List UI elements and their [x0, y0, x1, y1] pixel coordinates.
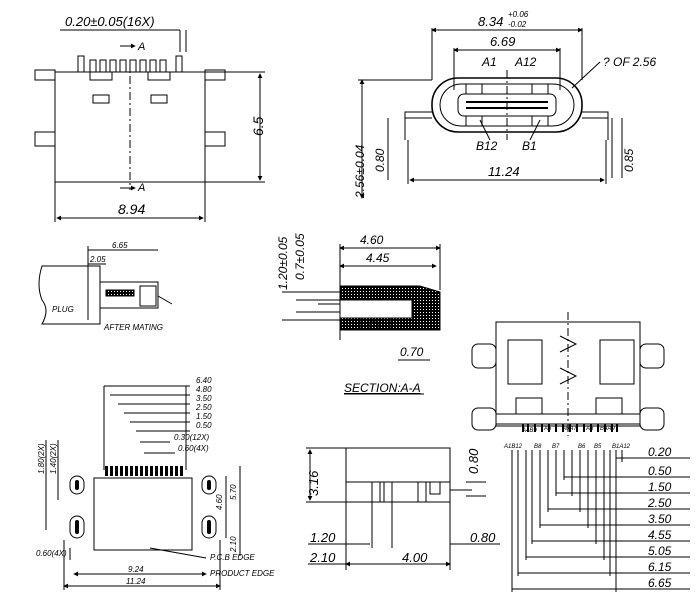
- pin-label-b1a12: B1A12: [612, 444, 631, 450]
- pin-label-a4b9: A4B9: [521, 428, 537, 434]
- pin-b1-label: B1: [522, 139, 537, 153]
- br-dim-050: 0.50: [648, 464, 672, 478]
- pin-pitch-label: 0.20±0.05(16X): [65, 14, 155, 29]
- section-mark-top: A: [137, 41, 145, 53]
- plug-dim-665: 6.65: [112, 241, 128, 250]
- pcb-dim-140: 1.40(2X): [49, 443, 58, 474]
- pcb-edge-label: P.C.B EDGE: [210, 553, 255, 562]
- width-label: 8.94: [118, 201, 145, 217]
- plug-body: [38, 265, 101, 325]
- height-total-label: 2.56±0.04: [353, 144, 367, 199]
- side-dim-080b: 0.80: [470, 530, 496, 545]
- height-085-label: 0.85: [622, 148, 636, 172]
- side-dim-080: 0.80: [466, 448, 481, 474]
- pcb-dim-060-4x: 0.60(4X): [36, 549, 67, 558]
- plug-label: PLUG: [52, 305, 74, 314]
- bottom-right-pinout-view: A4B9 A5 A6A7 A8 B4A9 A1B12 B8 B7 B6 B5 B…: [471, 312, 690, 592]
- pcb-layout-view: 6.40 4.80 3.50 2.50 1.50 0.50 0.30(12X) …: [36, 376, 275, 590]
- pcb-dim-030: 0.30(12X): [174, 433, 209, 442]
- side-dim-210: 2.10: [309, 550, 336, 565]
- pcb-dim-460: 4.60: [215, 494, 224, 510]
- br-dim-150: 1.50: [648, 480, 672, 494]
- pcb-dim-250: 2.50: [195, 403, 212, 412]
- side-dim-400: 4.00: [402, 550, 428, 565]
- pcb-outline: [93, 477, 193, 551]
- section-dim-120: 1.20±0.05: [276, 236, 290, 290]
- section-dim-445: 4.45: [366, 251, 390, 265]
- tol-plus: +0.06: [508, 10, 529, 19]
- radius-note: ? OF 2.56: [603, 55, 656, 69]
- br-dim-250: 2.50: [647, 496, 672, 510]
- pin-label-b7: B7: [552, 444, 560, 450]
- plug-mating-view: 6.65 2.05 PLUG AFTER MATING: [38, 241, 173, 332]
- section-dim-07: 0.7±0.05: [293, 233, 307, 280]
- section-dim-070: 0.70: [400, 345, 424, 359]
- pin-label-b4a9: B4A9: [600, 426, 615, 432]
- section-dim-460: 4.60: [360, 233, 384, 247]
- side-view: 3.16 0.80 1.20 2.10 4.00 0.80: [306, 447, 500, 570]
- pin-b12-label: B12: [476, 139, 498, 153]
- pcb-dim-1124: 11.24: [126, 577, 146, 586]
- side-dim-316: 3.16: [306, 470, 321, 496]
- br-dim-505: 5.05: [648, 544, 672, 558]
- pin-label-a6a7: A6A7: [561, 426, 577, 432]
- pin-label-b6: B6: [578, 444, 586, 450]
- pin-label-a5: A5: [543, 426, 552, 432]
- top-left-view: 0.20±0.05(16X) A A: [34, 14, 266, 222]
- pin-a12-label: A12: [514, 55, 537, 69]
- pinout-pins: [522, 424, 618, 432]
- pcb-dim-924: 9.24: [128, 565, 144, 574]
- section-body: [339, 285, 441, 331]
- section-mark-bottom: A: [137, 182, 145, 194]
- pcb-dim-570: 5.70: [229, 484, 238, 500]
- pin-a1-label: A1: [481, 55, 497, 69]
- plug-dim-205: 2.05: [89, 255, 106, 264]
- tol-minus: -0.02: [508, 20, 527, 29]
- width-main-label: 8.34: [478, 14, 503, 29]
- overall-width-label: 11.24: [488, 164, 520, 179]
- height-label: 6.5: [250, 116, 266, 136]
- after-mating-label: AFTER MATING: [103, 323, 163, 332]
- pcb-dim-640: 6.40: [196, 376, 212, 385]
- product-edge-label: PRODUCT EDGE: [210, 569, 275, 578]
- br-dim-350: 3.50: [648, 512, 672, 526]
- br-dim-455: 4.55: [648, 528, 672, 542]
- br-dim-665: 6.65: [648, 576, 672, 590]
- inner-width-label: 6.69: [490, 34, 515, 49]
- pcb-dim-480: 4.80: [196, 385, 212, 394]
- pcb-dim-060: 0.60(4X): [178, 444, 209, 453]
- pin-label-b5: B5: [594, 444, 602, 450]
- pin-label-a8: A8: [585, 426, 594, 432]
- br-dim-020: 0.20: [648, 445, 672, 459]
- pin-label-b8: B8: [534, 444, 542, 450]
- height-080-label: 0.80: [373, 148, 387, 172]
- br-dim-615: 6.15: [648, 560, 672, 574]
- pcb-dim-180: 1.80(2X): [37, 443, 46, 474]
- pcb-dim-150: 1.50: [196, 412, 212, 421]
- pcb-dim-210: 2.10: [229, 536, 238, 553]
- section-title: SECTION:A-A: [344, 381, 421, 395]
- pcb-dim-050: 0.50: [196, 421, 212, 430]
- pin-label-a1b12: A1B12: [503, 444, 523, 450]
- section-aa-view: 1.20±0.05 0.7±0.05 4.60 4.45 0.70 SECTIO…: [276, 233, 441, 395]
- pcb-pads: [105, 466, 183, 476]
- top-right-front-view: 8.34 +0.06 -0.02 6.69 A1 A12 ? OF 2.56 B…: [353, 10, 656, 199]
- side-dim-120: 1.20: [310, 530, 336, 545]
- pcb-dim-350: 3.50: [196, 394, 212, 403]
